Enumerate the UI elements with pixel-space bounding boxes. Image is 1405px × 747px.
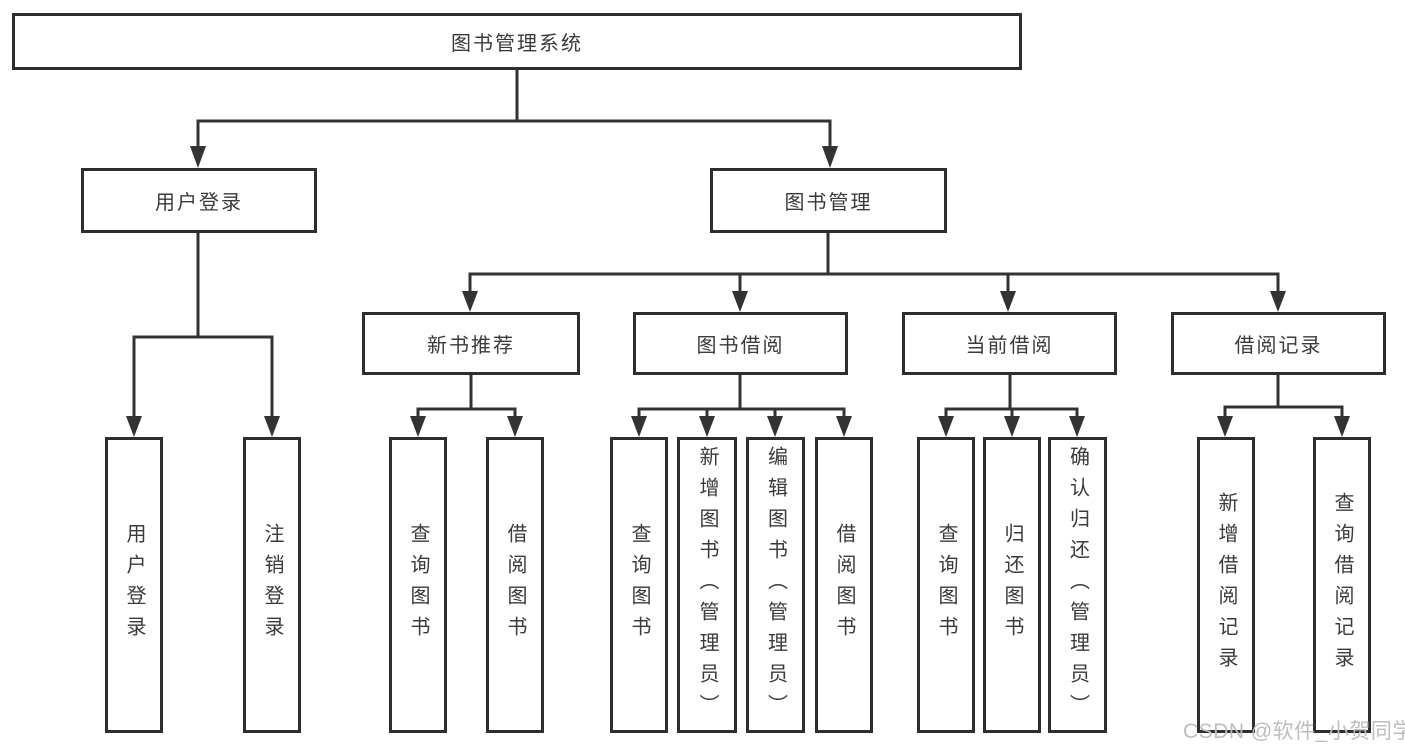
- node-label: 图书管理: [784, 192, 873, 214]
- leaf-label: 用户登录: [123, 523, 145, 647]
- leaf-query-books-borrow: 查询图书: [610, 437, 668, 733]
- leaf-label: 借阅图书: [504, 523, 526, 647]
- node-label: 用户登录: [155, 192, 243, 214]
- leaf-confirm-return-admin: 确认归还（管理员）: [1048, 437, 1107, 733]
- node-label: 借阅记录: [1234, 335, 1323, 357]
- leaf-return-books: 归还图书: [983, 437, 1041, 733]
- leaf-borrow-books-recommend: 借阅图书: [486, 437, 544, 733]
- node-label: 当前借阅: [965, 335, 1054, 357]
- arrowheads: [126, 146, 1350, 437]
- leaf-label: 查询图书: [935, 523, 957, 647]
- leaf-user-login: 用户登录: [105, 437, 163, 733]
- node-book-management: 图书管理: [710, 168, 947, 233]
- node-label: 图书借阅: [696, 335, 785, 357]
- node-library-system: 图书管理系统: [12, 13, 1022, 70]
- node-book-borrow: 图书借阅: [633, 312, 848, 375]
- leaf-label: 新增图书（管理员）: [696, 445, 718, 725]
- leaf-label: 编辑图书（管理员）: [764, 445, 787, 725]
- leaf-logout: 注销登录: [243, 437, 301, 733]
- leaf-label: 归还图书: [1001, 523, 1023, 647]
- leaf-edit-books-admin: 编辑图书（管理员）: [746, 437, 805, 733]
- node-borrow-records: 借阅记录: [1171, 312, 1386, 375]
- leaf-label: 注销登录: [261, 523, 283, 647]
- csdn-watermark: CSDN @软件_小贺同学: [1183, 720, 1405, 743]
- node-label: 图书管理系统: [451, 33, 583, 55]
- leaf-query-books-recommend: 查询图书: [389, 437, 447, 733]
- leaf-label: 新增借阅记录: [1215, 492, 1237, 678]
- leaf-add-borrow-record: 新增借阅记录: [1197, 437, 1255, 733]
- node-new-book-recommend: 新书推荐: [362, 312, 580, 375]
- leaf-add-books-admin: 新增图书（管理员）: [677, 437, 737, 733]
- leaf-query-books-current: 查询图书: [917, 437, 975, 733]
- node-current-borrow: 当前借阅: [902, 312, 1117, 375]
- leaf-label: 查询借阅记录: [1331, 492, 1353, 678]
- leaf-borrow-books: 借阅图书: [815, 437, 873, 733]
- leaf-query-borrow-record: 查询借阅记录: [1313, 437, 1371, 733]
- leaf-label: 借阅图书: [833, 523, 855, 647]
- leaf-label: 查询图书: [628, 523, 650, 647]
- node-label: 新书推荐: [427, 335, 515, 357]
- leaf-label: 确认归还（管理员）: [1066, 445, 1089, 725]
- node-user-login: 用户登录: [81, 168, 317, 233]
- leaf-label: 查询图书: [407, 523, 429, 647]
